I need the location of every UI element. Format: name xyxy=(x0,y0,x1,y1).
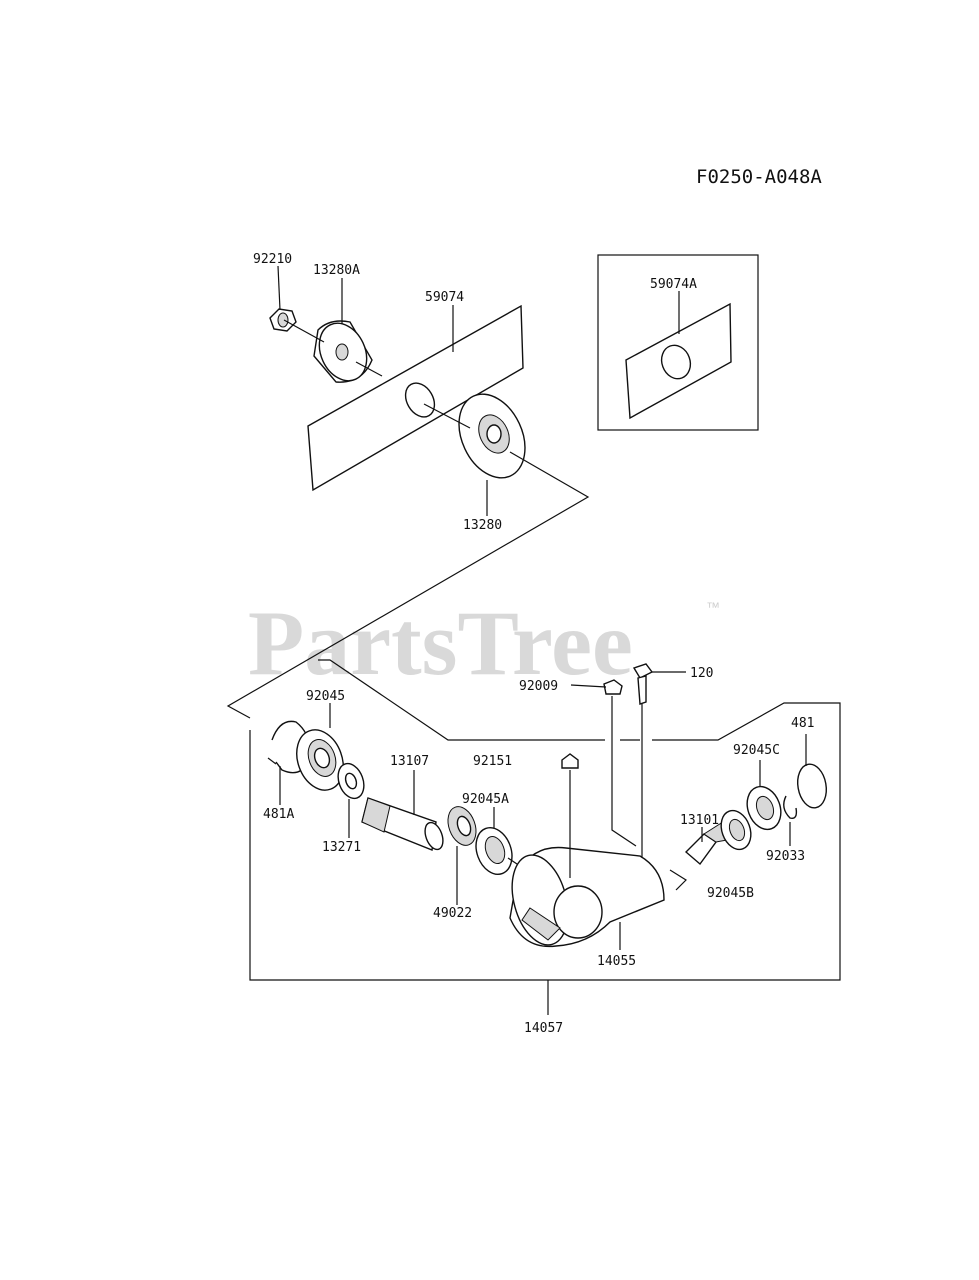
inset-box-alternate-blade xyxy=(597,254,759,431)
grease-plug-92151[interactable] xyxy=(561,753,579,878)
callout-92045C: 92045C xyxy=(733,743,780,758)
bearing-92045B[interactable] xyxy=(716,806,756,853)
callout-92045B: 92045B xyxy=(707,886,754,901)
callout-120: 120 xyxy=(690,666,713,681)
figure-code: F0250-A048A xyxy=(696,166,822,188)
watermark-trademark: ™ xyxy=(706,599,720,615)
callout-92151: 92151 xyxy=(473,754,512,769)
callout-92009: 92009 xyxy=(519,679,558,694)
circlip-481[interactable] xyxy=(794,762,829,810)
bearing-92045A[interactable] xyxy=(470,823,518,880)
watermark: PartsTree xyxy=(248,592,633,694)
callout-481: 481 xyxy=(791,716,814,731)
callout-481A: 481A xyxy=(263,807,294,822)
callout-13280: 13280 xyxy=(463,518,502,533)
callout-13280A: 13280A xyxy=(313,263,360,278)
washer-13271[interactable] xyxy=(334,760,369,802)
callout-92045A: 92045A xyxy=(462,792,509,807)
assembly-connector-line xyxy=(226,451,590,719)
holder-13280[interactable] xyxy=(446,383,538,488)
shaft-13107[interactable] xyxy=(361,797,446,852)
collar-13280A[interactable] xyxy=(310,316,375,389)
callout-92033: 92033 xyxy=(766,849,805,864)
bearing-92045C[interactable] xyxy=(741,782,786,834)
clip-92033[interactable] xyxy=(783,795,798,819)
callout-13107: 13107 xyxy=(390,754,429,769)
callout-59074A: 59074A xyxy=(650,277,697,292)
callout-13101: 13101 xyxy=(680,813,719,828)
blade-59074[interactable] xyxy=(307,304,524,492)
callout-14055: 14055 xyxy=(597,954,636,969)
plug-92009[interactable] xyxy=(603,679,637,847)
callout-14057: 14057 xyxy=(524,1021,563,1036)
gear-case-14055[interactable] xyxy=(503,846,665,952)
blade-59074A[interactable] xyxy=(625,302,732,420)
bevel-gear-49022[interactable] xyxy=(443,803,481,849)
callout-59074: 59074 xyxy=(425,290,464,305)
bearing-92045[interactable] xyxy=(289,723,352,796)
callout-92210: 92210 xyxy=(253,252,292,267)
callout-92045: 92045 xyxy=(306,689,345,704)
assembly-bracket-14057 xyxy=(249,702,841,981)
callout-13271: 13271 xyxy=(322,840,361,855)
callout-49022: 49022 xyxy=(433,906,472,921)
nut-92210[interactable] xyxy=(269,308,297,332)
bolt-120[interactable] xyxy=(632,663,654,858)
